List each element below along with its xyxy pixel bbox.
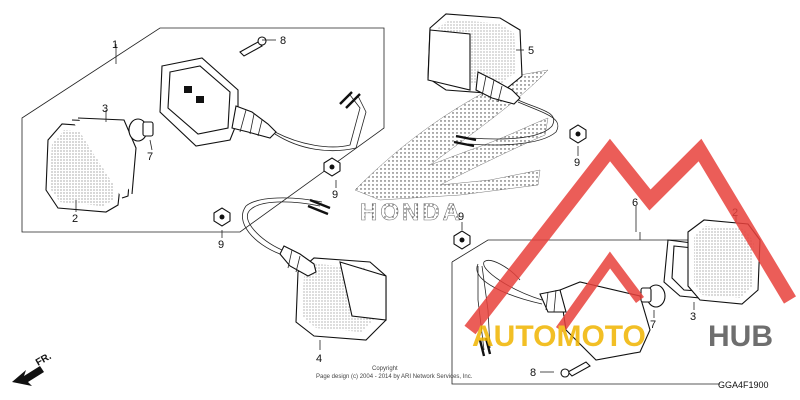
callout-3-left: 3 <box>102 103 108 115</box>
wire-left-2 <box>274 95 367 152</box>
wire-5-1 <box>469 99 555 140</box>
wire-5-2 <box>467 101 559 146</box>
wire-left-terminals <box>339 91 361 109</box>
callout-8-top: 8 <box>280 35 286 47</box>
arrow-icon <box>12 366 44 386</box>
callout-9-d: 9 <box>458 211 464 223</box>
callout-9-a: 9 <box>332 189 338 201</box>
watermark-triangles <box>464 138 797 335</box>
honda-brand-text: HONDA <box>360 199 463 226</box>
callout-3-right: 3 <box>690 311 696 323</box>
callout-9-c: 9 <box>574 157 580 169</box>
callout-5: 5 <box>528 45 534 57</box>
wire-6-2 <box>476 263 543 305</box>
lens-2-right <box>687 219 761 305</box>
nut-9-b <box>213 207 231 227</box>
nut-9-d <box>453 230 471 250</box>
wire-5-terminals <box>453 134 477 148</box>
callout-9-b: 9 <box>218 239 224 251</box>
copyright-line-2: Page design (c) 2004 - 2014 by ARI Netwo… <box>316 374 473 380</box>
nut-9-a <box>323 157 341 177</box>
callout-4: 4 <box>316 353 322 365</box>
honda-wing-logo <box>354 69 549 201</box>
wire-left-1 <box>274 94 361 148</box>
bulb-7-left <box>128 118 154 142</box>
direction-label: FR. <box>34 351 54 369</box>
callout-7-left: 7 <box>147 151 153 163</box>
turn-signal-5 <box>427 13 523 105</box>
callout-7-right: 7 <box>650 319 656 331</box>
wire-4-terminals <box>307 198 331 216</box>
callout-2-left: 2 <box>72 213 78 225</box>
copyright-line-1: Copyright <box>372 366 398 372</box>
callout-1: 1 <box>112 39 118 51</box>
watermark-text-auto: AUTOMOTO <box>472 320 646 353</box>
wire-6-terminals <box>478 337 492 357</box>
wing-shape <box>354 69 549 201</box>
watermark-text-hub: HUB <box>708 320 773 353</box>
nut-9-c <box>569 124 587 144</box>
callout-6: 6 <box>632 197 638 209</box>
housing-left <box>159 57 277 147</box>
screw-8-bottom <box>560 361 591 378</box>
watermark-inner-triangle <box>555 251 644 333</box>
screw-8-top <box>239 36 267 57</box>
turn-signal-4 <box>279 245 387 341</box>
automotohub-watermark: AUTOMOTO HUB <box>464 138 797 353</box>
bulb-7-right <box>640 284 666 308</box>
diagram-code: GGA4F1900 <box>718 380 769 390</box>
wire-4-1 <box>247 201 321 251</box>
callout-8-bottom: 8 <box>530 367 536 379</box>
wire-4-2 <box>242 197 323 255</box>
front-direction-indicator: FR. <box>12 351 54 386</box>
group-1-frame <box>21 27 385 233</box>
